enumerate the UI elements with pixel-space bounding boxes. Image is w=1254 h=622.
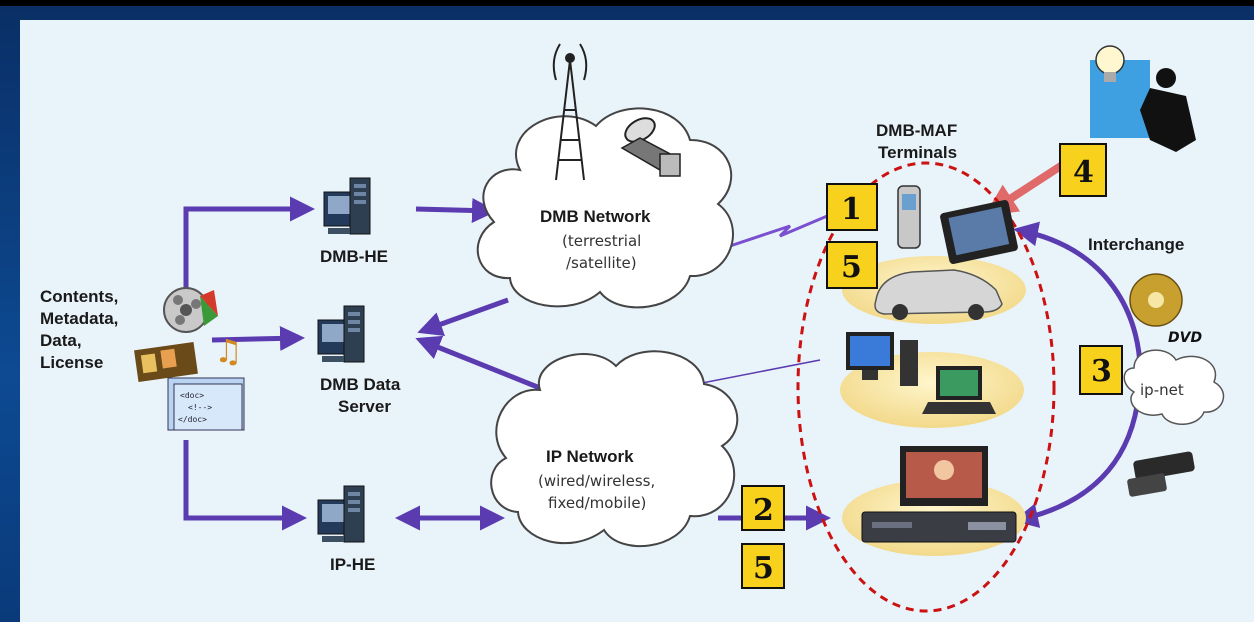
broadcast-tower-icon xyxy=(552,43,588,181)
ip-network-line-2: fixed/mobile) xyxy=(548,494,646,512)
dvd-icon: DVD xyxy=(1129,273,1202,346)
ip-he-label: IP-HE xyxy=(330,555,375,574)
arrow-to-ip-he xyxy=(183,440,307,531)
source-label: Contents, Metadata, Data, License xyxy=(40,287,118,372)
svg-text:3: 3 xyxy=(1091,354,1112,389)
terminals-boundary xyxy=(796,161,1056,613)
label-license: License xyxy=(40,353,103,372)
marker-5-top: 5 xyxy=(826,241,878,289)
ip-net-cloud: ip-net xyxy=(1123,349,1225,425)
arrow-to-dmb-he xyxy=(183,196,315,300)
dmb-he-label: DMB-HE xyxy=(320,247,388,266)
dmb-data-server-icon xyxy=(317,305,365,363)
arrow-network-to-server xyxy=(417,297,509,336)
marker-1: 1 xyxy=(826,183,878,231)
usb-drive-icon xyxy=(1127,451,1195,497)
idea-person-icon xyxy=(1090,45,1196,152)
terminals-title-2: Terminals xyxy=(878,143,957,162)
dmb-data-server-label-1: DMB Data xyxy=(320,375,401,394)
svg-text:4: 4 xyxy=(1073,155,1094,190)
ip-he-server-icon xyxy=(317,485,365,543)
ip-network-line-1: (wired/wireless, xyxy=(538,472,655,490)
svg-text:2: 2 xyxy=(753,493,774,528)
svg-text:5: 5 xyxy=(841,250,862,285)
dmb-network-cloud: DMB Network (terrestrial /satellite) xyxy=(476,107,734,309)
dmb-he-server-icon xyxy=(323,177,371,235)
pda-icon xyxy=(940,200,1018,264)
doc-line-1: <doc> xyxy=(180,391,204,400)
step-markers: 1 5 2 5 3 4 xyxy=(741,143,1123,589)
doc-line-3: </doc> xyxy=(178,415,207,424)
dmb-data-server-label-2: Server xyxy=(338,397,391,416)
arrow-to-data-server xyxy=(211,325,305,351)
label-contents: Contents, xyxy=(40,287,118,306)
music-note-icon: ♫ xyxy=(214,332,243,370)
dmb-network-line-1: (terrestrial xyxy=(562,232,641,250)
ip-net-label: ip-net xyxy=(1140,381,1184,399)
label-data: Data, xyxy=(40,331,82,350)
interchange-label: Interchange xyxy=(1088,235,1184,254)
desktop-pc-icon xyxy=(846,332,918,386)
pinwheel-icon xyxy=(200,296,218,326)
svg-text:1: 1 xyxy=(841,192,862,227)
laptop-icon xyxy=(922,366,996,414)
ip-network-title: IP Network xyxy=(546,447,634,466)
svg-text:5: 5 xyxy=(753,551,774,586)
dmb-network-title: DMB Network xyxy=(540,207,651,226)
terminals-title-1: DMB-MAF xyxy=(876,121,957,140)
satellite-dish-icon xyxy=(620,117,681,177)
television-icon xyxy=(900,446,988,506)
dmb-network-line-2: /satellite) xyxy=(566,254,637,272)
marker-3: 3 xyxy=(1079,345,1123,395)
arrow-dmb-he-to-network xyxy=(415,197,497,223)
doc-line-2: <!--> xyxy=(188,403,212,412)
wireless-zigzag xyxy=(729,212,833,248)
marker-4: 4 xyxy=(1059,143,1107,197)
marker-2: 2 xyxy=(741,485,785,531)
set-top-box-icon xyxy=(861,511,1017,543)
media-icon-cluster: ♫ <doc> <!--> </doc> xyxy=(134,287,245,431)
label-metadata: Metadata, xyxy=(40,309,118,328)
dvd-text: DVD xyxy=(1168,330,1202,346)
marker-5-bottom: 5 xyxy=(741,543,785,589)
mobile-phone-icon xyxy=(897,185,921,249)
arrow-ipnet-to-server xyxy=(415,335,541,391)
car-icon xyxy=(874,269,1003,320)
ip-network-cloud: IP Network (wired/wireless, fixed/mobile… xyxy=(490,350,739,548)
